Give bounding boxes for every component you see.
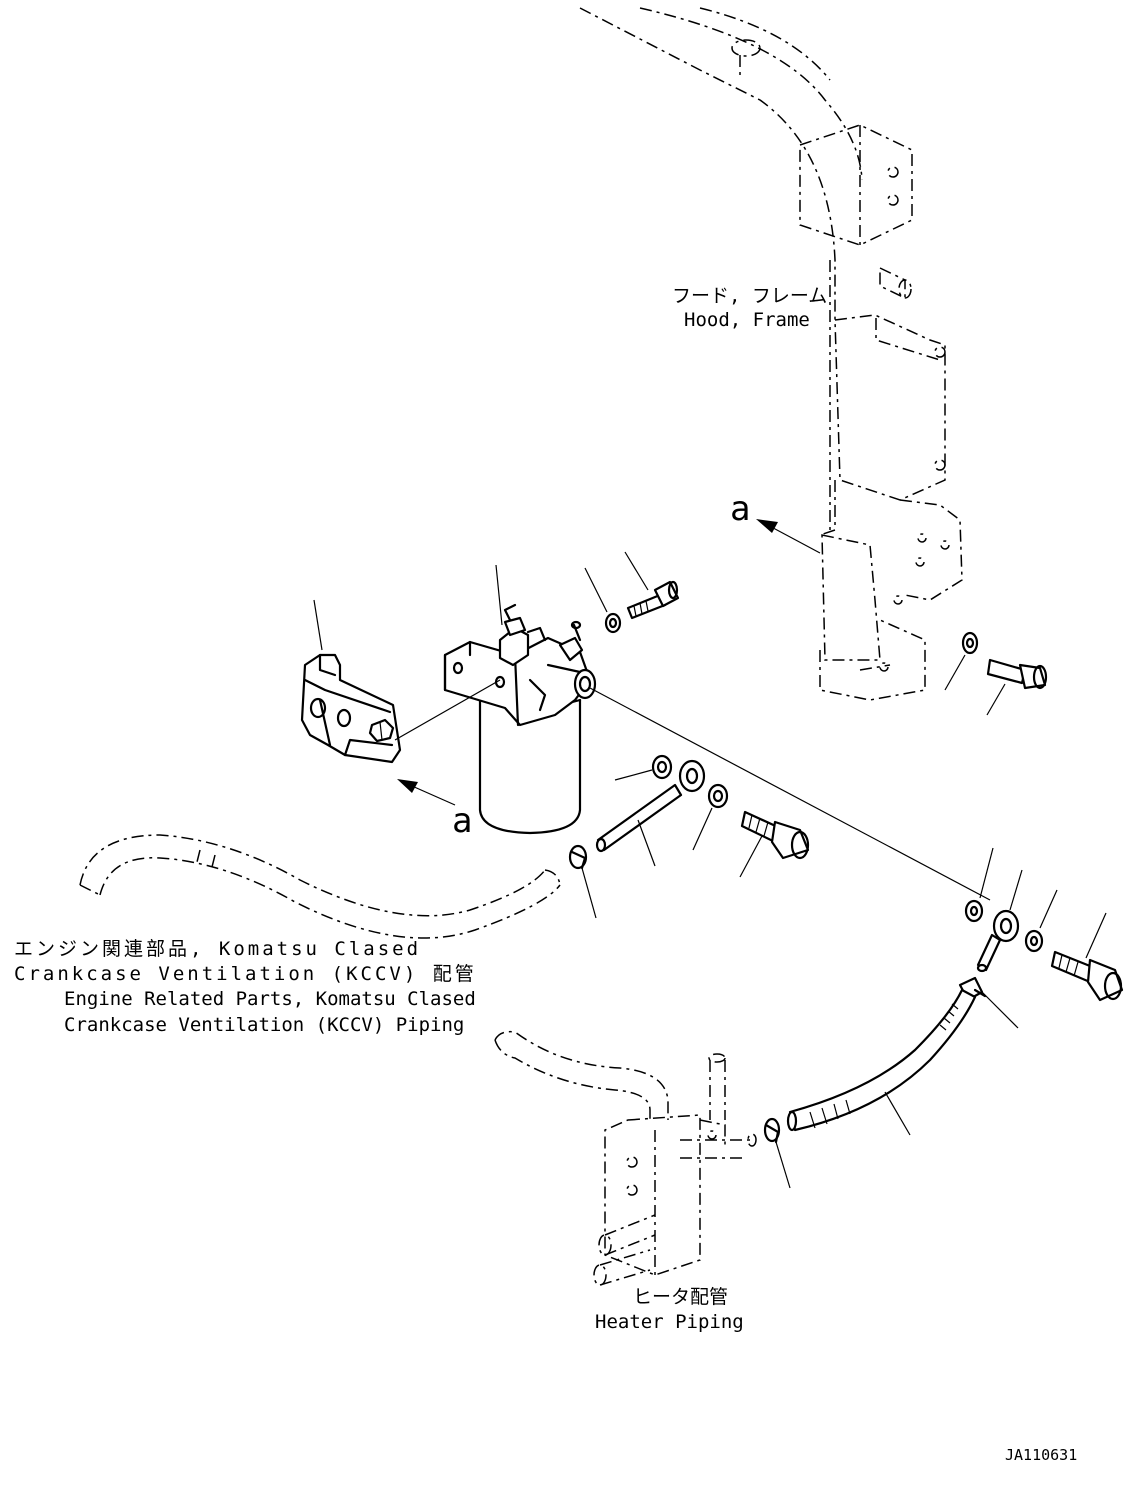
view-arrow-a-frame: [756, 519, 821, 554]
rubber-hose: [786, 988, 977, 1132]
frame-washer: [961, 631, 979, 655]
leader-right-bolt: [1085, 912, 1107, 959]
union-fitting: [976, 909, 1020, 973]
kccv-label-jp-line2: Crankcase Ventilation (KCCV) 配管: [14, 963, 477, 985]
top-washer: [604, 612, 622, 634]
leader-mid-washer-1: [614, 769, 653, 781]
hood-frame: [579, 7, 963, 701]
leader-right-washer-1: [979, 847, 994, 899]
leader-union-fitting: [1009, 869, 1023, 911]
top-bolt: [626, 580, 680, 620]
kccv-hose-phantom: [79, 834, 561, 939]
leader-top-bolt: [624, 551, 649, 591]
leader-right-washer-2: [1039, 889, 1058, 929]
kccv-label-en-line1: Engine Related Parts, Komatsu Clased: [64, 988, 476, 1010]
drawing-number: JA110631: [1005, 1446, 1077, 1464]
hose-clip-upper: [568, 844, 588, 870]
kccv-label-en-line2: Crankcase Ventilation (KCCV) Piping: [64, 1014, 464, 1036]
banjo-tube: [595, 759, 706, 853]
right-washer-1: [964, 899, 984, 923]
kccv-filter: [443, 603, 597, 835]
mounting-bracket: [300, 653, 402, 764]
kccv-label-jp-line1: エンジン関連部品, Komatsu Clased: [14, 938, 421, 960]
leader-banjo-tube: [637, 819, 656, 867]
leader-mid-washer-2: [692, 807, 713, 851]
heater-label-en: Heater Piping: [595, 1311, 744, 1333]
right-bolt: [1050, 950, 1124, 1002]
leader-hose-clip-right: [981, 991, 1019, 1029]
leader-rubber-hose: [884, 1091, 911, 1136]
line-filter-union: [589, 687, 991, 901]
leader-hose-clip-lower: [775, 1141, 791, 1189]
leader-frame-washer: [944, 654, 966, 691]
view-arrow-a-bracket: [397, 779, 456, 806]
line-bracket-filter: [394, 679, 501, 741]
view-a-label-lower: a: [452, 801, 472, 841]
mid-washer-1: [651, 754, 673, 780]
hood-frame-label-jp: フード, フレーム: [672, 285, 827, 307]
heater-piping-phantom: [494, 1030, 757, 1286]
leader-bracket: [313, 599, 323, 651]
leader-hose-clip-upper: [581, 867, 597, 919]
mid-bolt: [740, 810, 810, 860]
leader-mid-bolt: [739, 835, 763, 878]
leader-top-washer: [584, 567, 608, 613]
frame-bolt: [986, 658, 1048, 690]
hose-clip-lower: [763, 1117, 781, 1144]
leader-filter: [495, 564, 503, 626]
hood-frame-label-en: Hood, Frame: [684, 309, 810, 331]
leader-frame-bolt: [986, 683, 1006, 716]
view-a-label-upper: a: [730, 489, 750, 529]
mid-washer-2: [707, 783, 729, 809]
heater-label-jp: ヒータ配管: [633, 1286, 728, 1308]
right-washer-2: [1024, 929, 1044, 953]
